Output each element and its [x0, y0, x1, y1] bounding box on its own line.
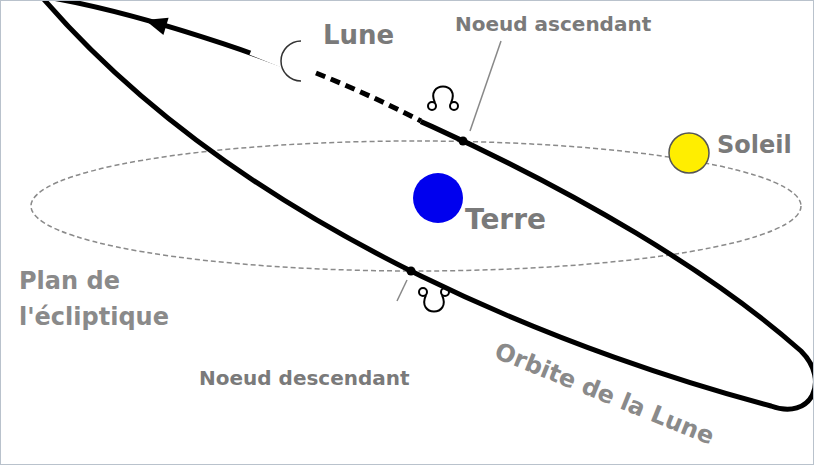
- descending-node-symbol: [419, 288, 449, 312]
- node-label: Noeud descendant: [197, 367, 412, 390]
- moon-crescent: [281, 41, 301, 81]
- earth: [413, 173, 463, 223]
- moon-label: Lune: [321, 21, 396, 51]
- orbit-gap: [251, 51, 421, 121]
- ascending-node-symbol: [428, 87, 458, 111]
- sun-label: Soleil: [715, 132, 794, 160]
- node-label: Noeud ascendant: [453, 13, 653, 36]
- descending-node-dot: [407, 267, 416, 276]
- sun: [669, 133, 709, 173]
- earth-label: Terre: [463, 204, 548, 236]
- orbit-dashes: [316, 73, 421, 121]
- leader-line: [397, 280, 407, 301]
- moon-orbit: [41, 1, 814, 409]
- orbit-arrowhead: [145, 18, 169, 35]
- leader-line: [470, 41, 501, 131]
- plane-label: Plan de l'écliptique: [17, 263, 236, 335]
- ascending-node-dot: [459, 137, 468, 146]
